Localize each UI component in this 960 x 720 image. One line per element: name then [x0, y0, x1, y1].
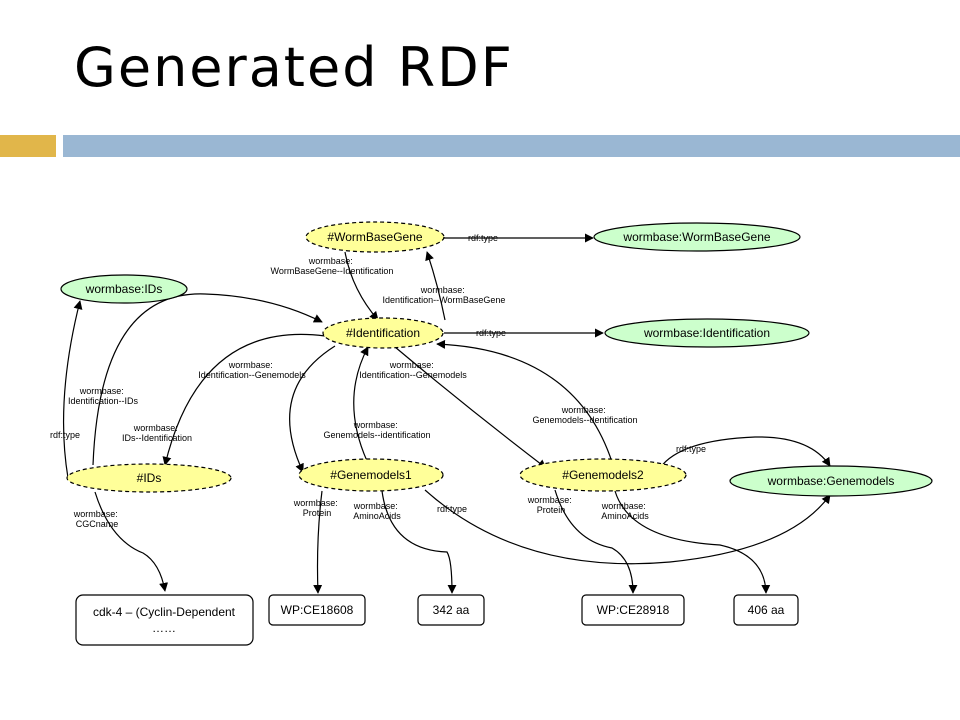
- node-aminoacids1-literal[interactable]: 342 aa: [417, 594, 485, 626]
- edge-label-e14: wormbase: CGCname: [73, 509, 121, 529]
- edge-label-e7: wormbase: IDs--Identification: [122, 423, 192, 443]
- node-genemodels1-instance[interactable]: #Genemodels1: [298, 458, 444, 492]
- node-label: wormbase:IDs: [85, 282, 163, 296]
- edge-e2: [344, 251, 379, 321]
- edge-label-e3: wormbase: Identification--WormBaseGene: [383, 285, 506, 305]
- edge-e18: [614, 490, 771, 594]
- node-aminoacids2-literal[interactable]: 406 aa: [733, 594, 799, 626]
- node-label: #Identification: [346, 326, 420, 340]
- node-label: #WormBaseGene: [327, 230, 422, 244]
- title-accent-bar-gold: [0, 135, 56, 157]
- node-identification-class[interactable]: wormbase:Identification: [604, 318, 810, 348]
- node-wormbasegene-instance[interactable]: #WormBaseGene: [305, 221, 445, 253]
- node-identification-instance[interactable]: #Identification: [322, 317, 444, 349]
- title-accent-bar-blue: [63, 135, 960, 157]
- node-genemodels2-instance[interactable]: #Genemodels2: [519, 458, 687, 492]
- edge-e17: [554, 489, 638, 594]
- edge-label-e10: wormbase: Genemodels--identification: [323, 420, 430, 440]
- node-cgcname-literal[interactable]: cdk-4 – (Cyclin-Dependent ……: [75, 594, 254, 646]
- edge-e14: [94, 491, 169, 592]
- edge-label-e15: wormbase: Protein: [293, 498, 341, 518]
- node-label: WP:CE18608: [281, 603, 354, 617]
- node-genemodels-class[interactable]: wormbase:Genemodels: [729, 465, 933, 497]
- node-label: wormbase:WormBaseGene: [622, 230, 770, 244]
- edge-label-e12: rdf:type: [676, 444, 706, 454]
- node-label: #IDs: [137, 471, 162, 485]
- node-label: cdk-4 – (Cyclin-Dependent: [93, 605, 236, 619]
- node-label: 406 aa: [748, 603, 785, 617]
- node-wormbasegene-class[interactable]: wormbase:WormBaseGene: [593, 222, 801, 252]
- node-label: #Genemodels2: [562, 468, 644, 482]
- edge-label-e11: wormbase: Genemodels--dentification: [532, 405, 637, 425]
- edge-e7: [162, 333, 326, 466]
- edge-e6: [92, 293, 323, 466]
- edge-e3: [425, 251, 446, 321]
- node-label: wormbase:Identification: [643, 326, 770, 340]
- edge-e11: [436, 339, 613, 463]
- edge-e15: [313, 490, 323, 594]
- node-label-continuation: ……: [152, 621, 176, 635]
- edge-label-e8: wormbase: Identification--Genemodels: [198, 360, 306, 380]
- edge-e8: [289, 345, 336, 473]
- edge-label-e17: wormbase: Protein: [527, 495, 575, 515]
- edge-label-e9: wormbase: Identification--Genemodels: [359, 360, 467, 380]
- edge-e5: [62, 300, 83, 479]
- edge-label-e16: wormbase: AminoAcids: [353, 501, 402, 521]
- edge-label-e1: rdf:type: [468, 233, 498, 243]
- edge-e10: [353, 346, 369, 462]
- edge-label-e2: wormbase: WormBaseGene--Identification: [271, 256, 394, 276]
- slide-title: Generated RDF: [74, 36, 514, 99]
- node-ids-instance[interactable]: #IDs: [66, 463, 232, 493]
- node-label: 342 aa: [433, 603, 470, 617]
- node-protein1-literal[interactable]: WP:CE18608: [268, 594, 366, 626]
- edge-label-e18: wormbase: AminoAcids: [601, 501, 650, 521]
- edge-e13: [424, 489, 831, 565]
- edge-e9: [394, 346, 547, 469]
- edge-label-e4: rdf:type: [476, 328, 506, 338]
- node-label: WP:CE28918: [597, 603, 670, 617]
- edge-e16: [381, 490, 457, 594]
- node-protein2-literal[interactable]: WP:CE28918: [581, 594, 685, 626]
- node-ids-class[interactable]: wormbase:IDs: [60, 274, 188, 304]
- node-label: wormbase:Genemodels: [767, 474, 895, 488]
- edge-label-e6: rdf:type: [50, 430, 80, 440]
- node-label: #Genemodels1: [330, 468, 412, 482]
- edge-label-e5: wormbase: Identification--IDs: [68, 386, 139, 406]
- edge-label-e13: rdf:type: [437, 504, 467, 514]
- edge-e12: [659, 436, 831, 469]
